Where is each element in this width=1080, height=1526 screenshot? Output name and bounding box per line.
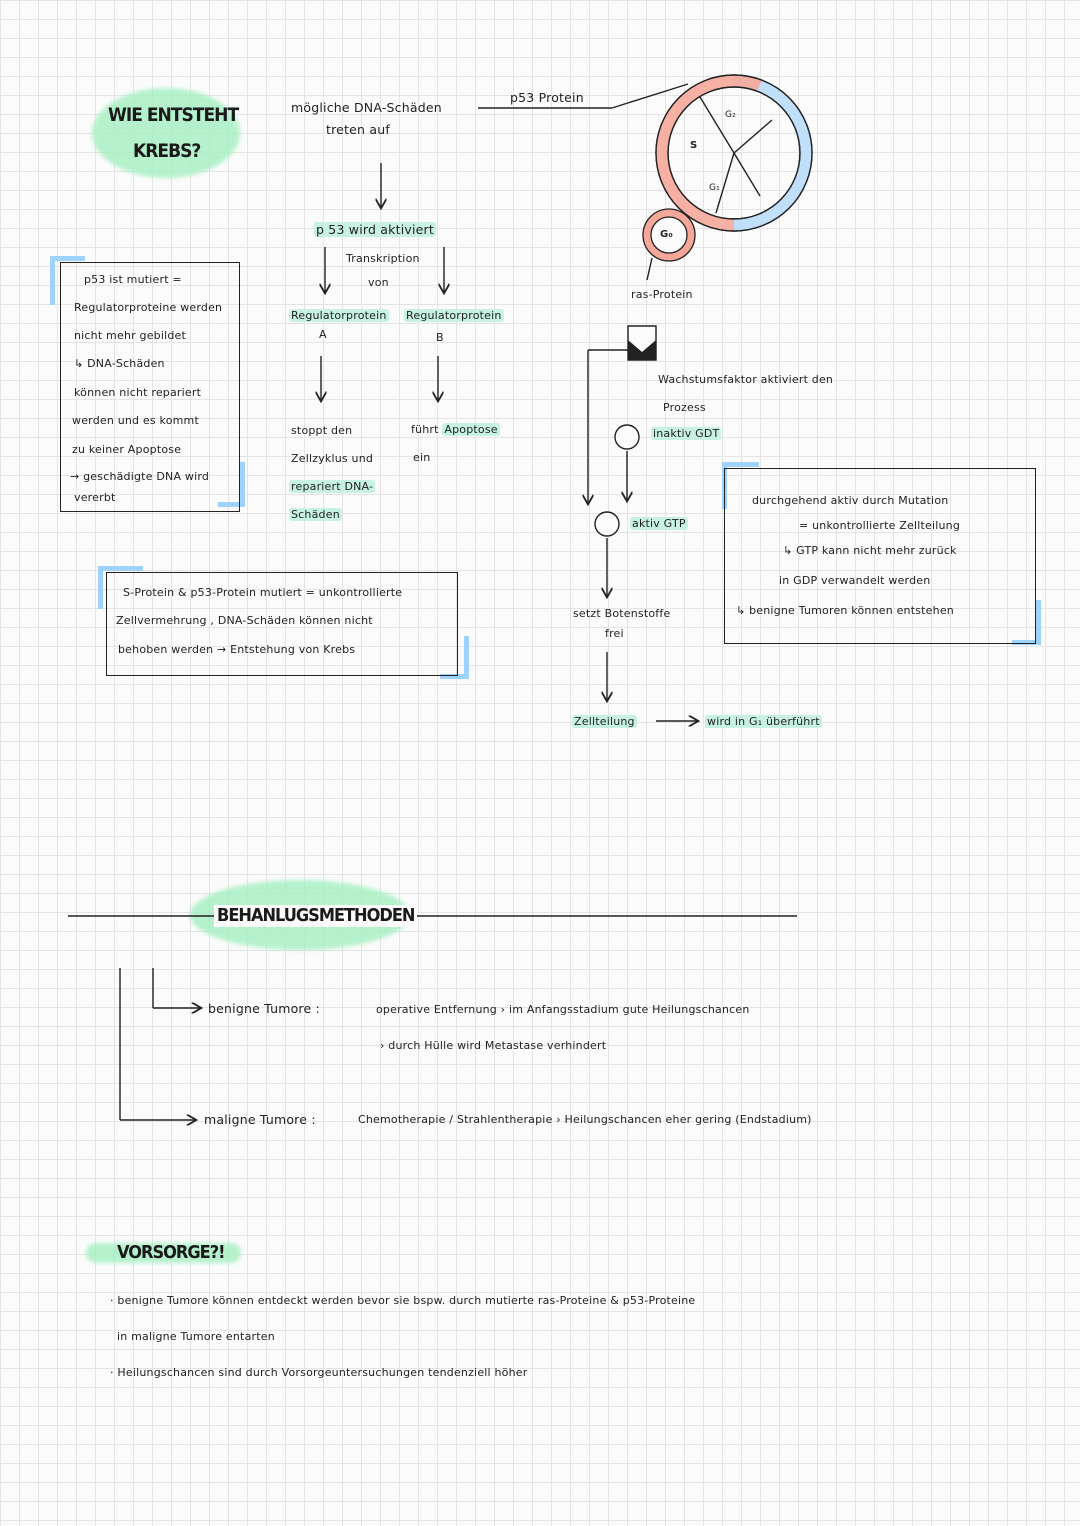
prevention-line3-text: Heilungschancen sind durch Vorsorgeunter… [117,1366,528,1379]
growth-factor-line1: Wachstumsfaktor aktiviert den [658,373,834,386]
phase-g2-label: G₂ [725,110,736,120]
box-p53-line8: → geschädigte DNA wird [70,470,210,483]
regulator-protein-b: Regulatorprotein [404,309,504,323]
p53-protein-label: p53 Protein [510,90,584,105]
box-p53-line3: nicht mehr gebildet [74,329,187,342]
box-s-line2: Zellvermehrung , DNA-Schäden können nich… [116,614,373,627]
krebs-title-line2: KREBS? [133,140,201,162]
messenger-line1: setzt Botenstoffe [573,607,671,620]
stops-cycle-line3: repariert DNA- [289,480,376,494]
regulator-a-letter: A [319,328,327,341]
dna-damage-line1: mögliche DNA-Schäden [291,100,442,115]
box-p53-line4: ↳ DNA-Schäden [74,357,165,370]
phase-s-label: S [690,140,698,151]
malign-treatment-line1: Chemotherapie / Strahlentherapie › Heilu… [358,1113,812,1126]
leads-to-text: führt [411,423,439,436]
dna-damage-line2: treten auf [326,122,390,137]
regulator-protein-a: Regulatorprotein [289,309,389,323]
box-ras-line4: in GDP verwandelt werden [779,574,931,587]
box-p53-line1: p53 ist mutiert = [84,273,182,286]
box-s-line3: behoben werden → Entstehung von Krebs [118,643,356,656]
blue-corner-s-tl [98,566,143,609]
benign-label: benigne Tumore : [208,1001,320,1016]
apoptosis-line2: ein [413,451,431,464]
treatment-title: BEHANLUGSMETHODEN [214,905,418,927]
box-ras-line1: durchgehend aktiv durch Mutation [752,494,949,507]
box-s-protein [106,572,458,676]
p53-activated: p 53 wird aktiviert [314,222,436,237]
box-ras-line2: = unkontrollierte Zellteilung [799,519,961,532]
ras-protein-label: ras-Protein [631,288,693,301]
regulator-b-letter: B [436,331,444,344]
stops-cycle-line1: stoppt den [291,424,353,437]
transcription-label: Transkription [346,252,420,265]
growth-factor-line2: Prozess [663,401,706,414]
into-g1-label: wird in G₁ überführt [705,715,822,729]
active-gtp-label: aktiv GTP [630,517,688,531]
box-p53-line6: werden und es kommt [72,414,199,427]
box-ras-line3: ↳ GTP kann nicht mehr zurück [783,544,957,557]
prevention-title: VORSORGE?! [117,1242,225,1263]
prevention-line3: · Heilungschancen sind durch Vorsorgeunt… [110,1366,528,1379]
inactive-gdp-label: inaktiv GDT [651,427,722,441]
von-label: von [368,276,389,289]
box-p53-line5: können nicht repariert [74,386,202,399]
blue-corner-p53-br [218,462,245,507]
apoptosis-highlight: Apoptose [442,423,500,436]
messenger-line2: frei [605,627,624,640]
apoptosis-line1: führt Apoptose [411,423,500,436]
krebs-title-line1: WIE ENTSTEHT [108,104,239,126]
stops-cycle-line2: Zellzyklus und [291,452,374,465]
box-p53-mutated [60,262,240,512]
box-ras-line5: ↳ benigne Tumoren können entstehen [736,604,954,617]
prevention-line1-text: benigne Tumore können entdeckt werden be… [117,1294,696,1307]
cell-division-label: Zellteilung [572,715,637,729]
benign-treatment-line1: operative Entfernung › im Anfangsstadium… [376,1003,750,1016]
prevention-line1: · benigne Tumore können entdeckt werden … [110,1294,696,1307]
box-p53-line9: vererbt [74,491,116,504]
benign-treatment-line2: › durch Hülle wird Metastase verhindert [380,1039,607,1052]
blue-corner-p53-tl [50,256,85,305]
phase-g1-label: G₁ [709,183,720,193]
prevention-highlight-blob [86,1243,241,1263]
phase-g0-label: G₀ [660,229,673,240]
title-highlight-blob [92,88,240,178]
box-p53-line2: Regulatorproteine werden [74,301,223,314]
box-p53-line7: zu keiner Apoptose [72,443,182,456]
prevention-line2: in maligne Tumore entarten [117,1330,275,1343]
box-ras-mutation [724,468,1036,644]
stops-cycle-line4: Schäden [289,508,342,522]
box-s-line1: S-Protein & p53-Protein mutiert = unkont… [123,586,403,599]
blue-corner-ras-br [1012,600,1041,645]
blue-corner-s-br [440,636,469,679]
malign-label: maligne Tumore : [204,1112,316,1127]
